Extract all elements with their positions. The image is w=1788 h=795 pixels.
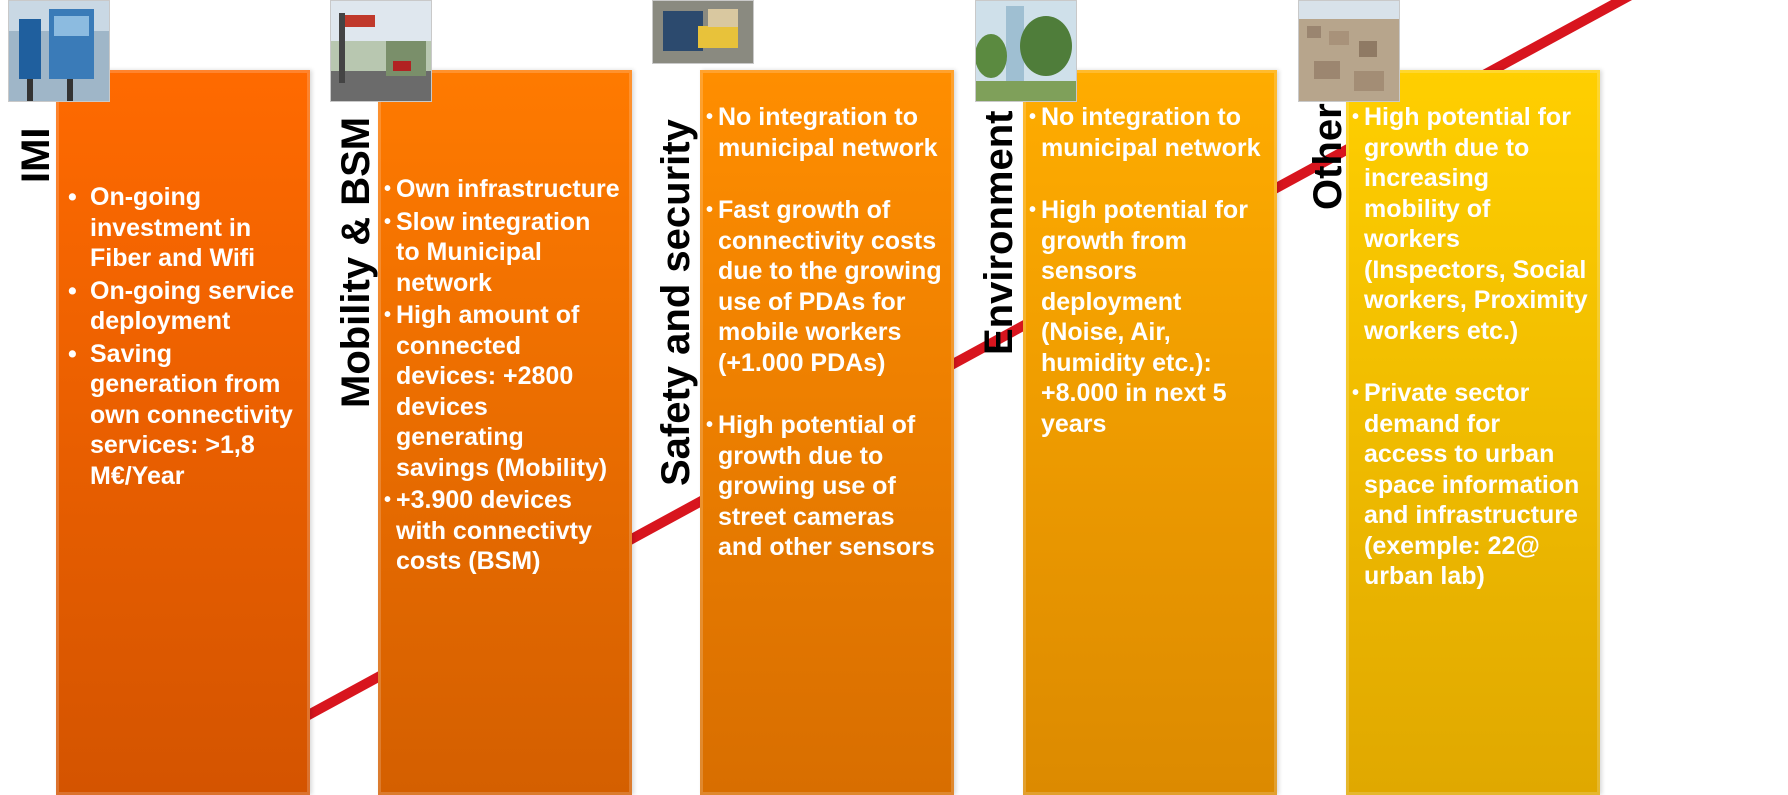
column-label-text: Safety and security [654, 119, 698, 486]
bullet-item: +3.900 devices with connectivty costs (B… [384, 485, 620, 577]
column-panel: On-going investment in Fiber and Wifi On… [56, 70, 310, 795]
digital-signage-photo [8, 0, 110, 102]
bullet-item: No integration to municipal network [1029, 102, 1265, 163]
bullet-item: Private sector demand for access to urba… [1352, 378, 1588, 592]
police-pda-photo [652, 0, 754, 64]
column-mobility-bsm: Mobility & BSM Own infrastructure Slow i… [330, 0, 640, 795]
column-label-text: Other [1306, 103, 1350, 210]
column-safety-security: Safety and security No integration to mu… [652, 0, 962, 795]
bullet-item: Saving generation from own connectivity … [68, 339, 304, 492]
column-imi: IMI On-going investment in Fiber and Wif… [8, 0, 318, 795]
column-panel: Own infrastructure Slow integration to M… [378, 70, 632, 795]
bullet-item: High amount of connected devices: +2800 … [384, 300, 620, 483]
column-label-text: Mobility & BSM [334, 116, 378, 408]
park-trees-photo [975, 0, 1077, 102]
bullet-item: Slow integration to Municipal network [384, 207, 620, 299]
bullet-item: High potential of growth due to growing … [706, 410, 942, 563]
column-environment: Environment No integration to municipal … [975, 0, 1285, 795]
column-label-text: IMI [14, 127, 58, 183]
column-panel: High potential for growth due to increas… [1346, 70, 1600, 795]
bullet-list: Own infrastructure Slow integration to M… [378, 174, 620, 579]
bullet-item: On-going investment in Fiber and Wifi [68, 182, 304, 274]
city-aerial-photo [1298, 0, 1400, 102]
bullet-item: Fast growth of connectivity costs due to… [706, 195, 942, 378]
bullet-item: High potential for growth due to increas… [1352, 102, 1588, 346]
column-panel: No integration to municipal network Fast… [700, 70, 954, 795]
bullet-item: On-going service deployment [68, 276, 304, 337]
bullet-item: No integration to municipal network [706, 102, 942, 163]
bullet-list: No integration to municipal network High… [1023, 102, 1265, 471]
column-panel: No integration to municipal network High… [1023, 70, 1277, 795]
bullet-list: No integration to municipal network Fast… [700, 102, 942, 595]
bullet-item: High potential for growth from sensors d… [1029, 195, 1265, 439]
column-label-text: Environment [977, 110, 1021, 355]
bullet-list: High potential for growth due to increas… [1346, 102, 1588, 624]
column-other: Other High potential for growth due to i… [1298, 0, 1608, 795]
bullet-list: On-going investment in Fiber and Wifi On… [62, 182, 304, 493]
street-traffic-photo [330, 0, 432, 102]
bullet-item: Own infrastructure [384, 174, 620, 205]
